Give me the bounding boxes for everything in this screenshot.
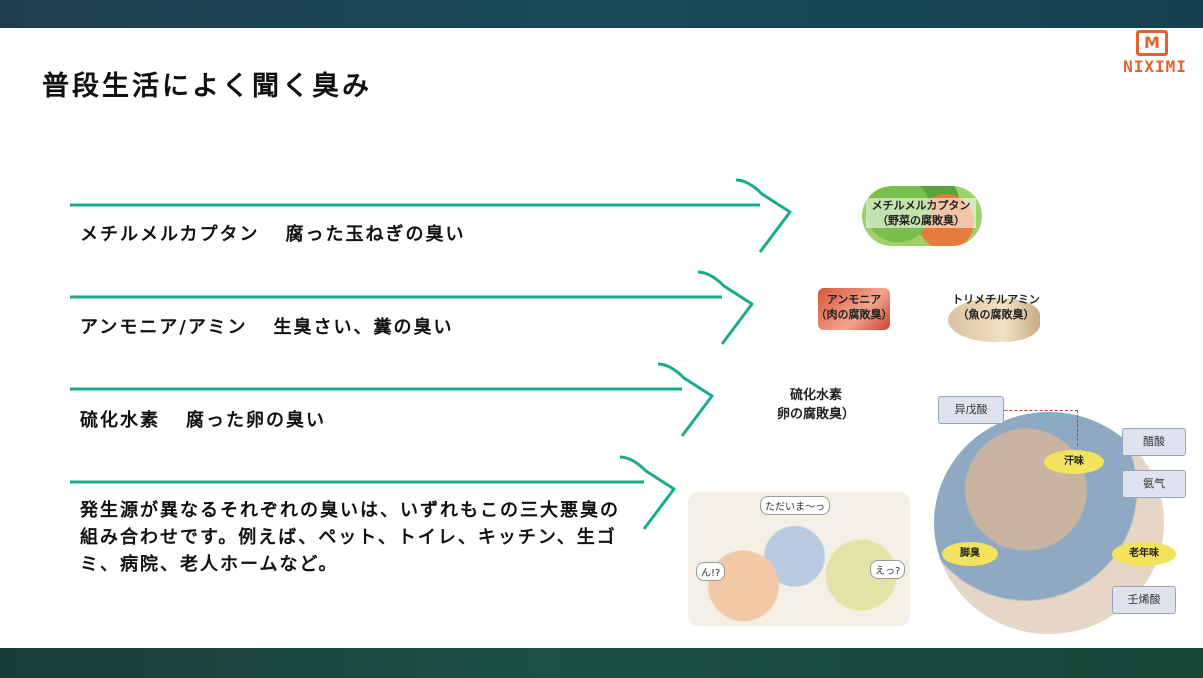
row-1-label: メチルメルカプタン 腐った玉ねぎの臭い xyxy=(80,220,465,246)
ellipse-foot: 脚臭 xyxy=(942,542,998,566)
egg-label-line1: 硫化水素 xyxy=(789,388,842,403)
tag-ammonia: 氨气 xyxy=(1122,470,1186,498)
fish-label: トリメチルアミン （魚の腐敗臭） xyxy=(946,292,1046,322)
row-3-smell: 腐った卵の臭い xyxy=(186,410,326,431)
egg-label: 硫化水素 卵の腐敗臭） xyxy=(766,386,866,424)
row-1-substance: メチルメルカプタン xyxy=(80,224,260,245)
description-text: 発生源が異なるそれぞれの臭いは、いずれもこの三大悪臭の組み合わせです。例えば、ペ… xyxy=(80,500,620,575)
niximi-logo: M NIXIMI xyxy=(1112,30,1198,78)
bubble-left: ん!? xyxy=(696,562,726,581)
row-2-smell: 生臭さい、糞の臭い xyxy=(273,317,454,338)
row-3-label: 硫化水素 腐った卵の臭い xyxy=(80,406,326,432)
tag-nonenoic: 壬烯酸 xyxy=(1112,586,1176,614)
logo-text: NIXIMI xyxy=(1123,57,1187,76)
dash-line-top xyxy=(974,410,1078,446)
egg-label-line2: 卵の腐敗臭） xyxy=(776,407,855,422)
arrow-3 xyxy=(70,362,714,437)
bottom-band xyxy=(0,648,1203,678)
slide-title: 普段生活によく聞く臭み xyxy=(42,71,372,102)
ellipse-aged: 老年味 xyxy=(1112,542,1176,566)
ellipse-sweat: 汗味 xyxy=(1044,450,1104,474)
row-2-label: アンモニア/アミン 生臭さい、糞の臭い xyxy=(80,313,454,339)
vegetable-label-line2: （野菜の腐敗臭） xyxy=(877,214,965,227)
fish-label-line2: （魚の腐敗臭） xyxy=(957,308,1035,321)
arrow-2 xyxy=(70,270,754,345)
vegetable-label: メチルメルカプタン （野菜の腐敗臭） xyxy=(866,198,976,228)
logo-mark-icon: M xyxy=(1136,30,1168,56)
meat-label-line1: アンモニア xyxy=(826,293,882,306)
cartoon-illustration: ただいま～っ ん!? えっ? xyxy=(688,492,910,626)
tag-acetic: 醋酸 xyxy=(1122,428,1186,456)
meat-label-line2: （肉の腐敗臭） xyxy=(815,308,893,321)
arrow-4 xyxy=(70,455,676,530)
row-2-substance: アンモニア/アミン xyxy=(80,317,248,338)
row-1-smell: 腐った玉ねぎの臭い xyxy=(285,224,466,245)
vegetable-label-line1: メチルメルカプタン xyxy=(871,199,971,212)
fish-label-line1: トリメチルアミン xyxy=(952,293,1040,306)
arrow-1 xyxy=(70,178,792,253)
meat-label: アンモニア （肉の腐敗臭） xyxy=(814,292,894,322)
top-band xyxy=(0,0,1203,28)
tag-isovaleric: 异戊酸 xyxy=(938,396,1004,424)
bubble-right: えっ? xyxy=(870,560,906,579)
row-3-substance: 硫化水素 xyxy=(80,410,160,431)
bubble-main: ただいま～っ xyxy=(760,496,830,515)
fish-image xyxy=(948,298,1040,342)
meat-image xyxy=(818,288,890,330)
